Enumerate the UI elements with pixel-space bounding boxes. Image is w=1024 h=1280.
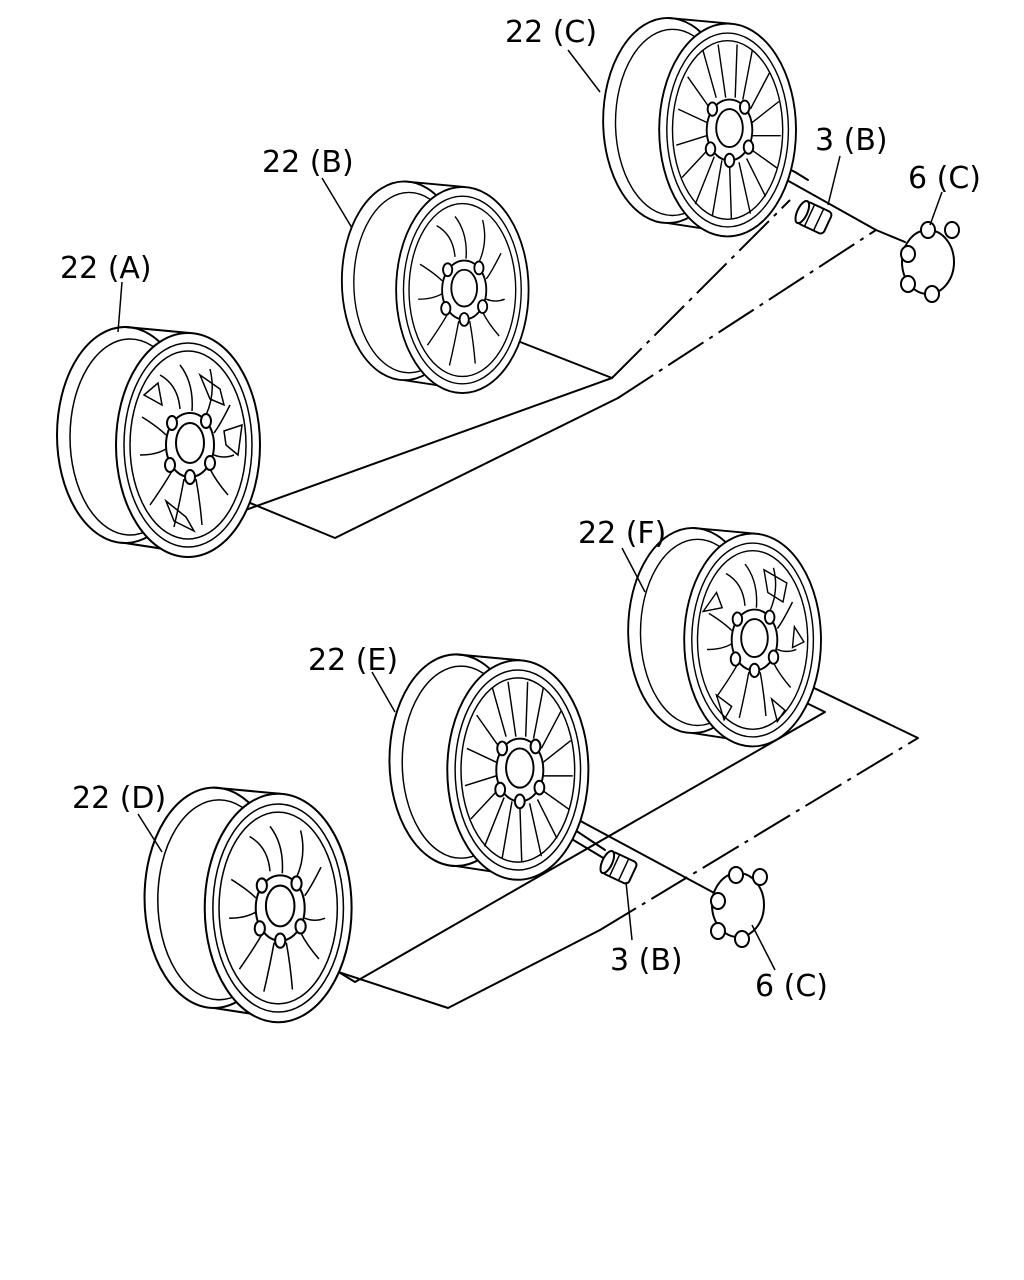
center-cap-lower-icon bbox=[710, 866, 768, 948]
lug-nut-upper-icon bbox=[794, 200, 833, 235]
lug-nut-lower-icon bbox=[599, 850, 638, 885]
callout-22b: 22 (B) bbox=[262, 145, 354, 180]
callout-3b-lower: 3 (B) bbox=[610, 943, 683, 978]
wheel-b-icon bbox=[340, 180, 530, 394]
callout-3b-upper: 3 (B) bbox=[815, 123, 888, 158]
wheel-d-icon bbox=[143, 786, 353, 1024]
callout-22f: 22 (F) bbox=[578, 516, 666, 551]
wheel-c-icon bbox=[602, 16, 797, 238]
wheel-a-icon bbox=[56, 326, 261, 558]
callout-22e: 22 (E) bbox=[308, 643, 398, 678]
callout-22a: 22 (A) bbox=[60, 251, 152, 286]
callout-22d: 22 (D) bbox=[72, 781, 166, 816]
wheel-e-icon bbox=[388, 653, 590, 881]
callout-22c: 22 (C) bbox=[505, 15, 597, 50]
center-cap-upper-icon bbox=[900, 221, 960, 303]
wheel-f-icon bbox=[627, 526, 822, 748]
callout-6c-lower: 6 (C) bbox=[755, 969, 828, 1004]
callout-6c-upper: 6 (C) bbox=[908, 161, 981, 196]
